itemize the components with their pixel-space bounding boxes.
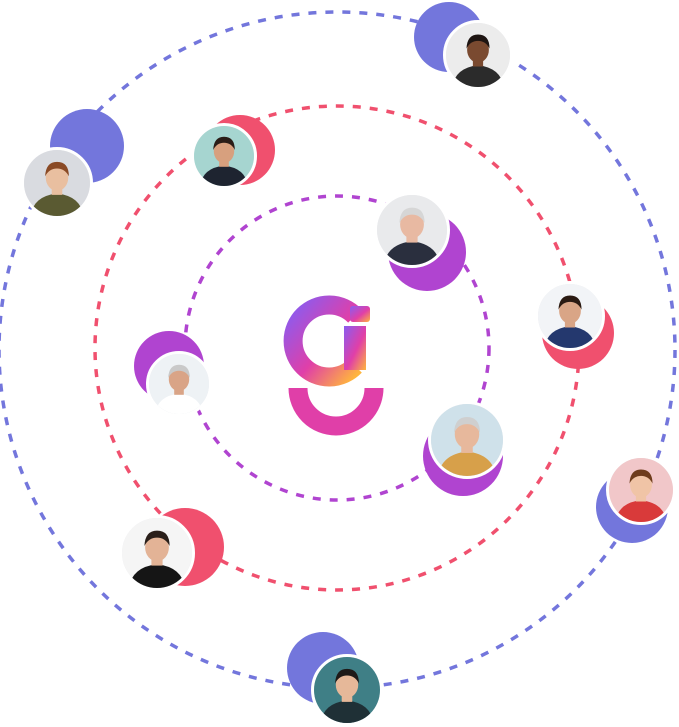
person-photo	[146, 351, 212, 417]
person-photo	[191, 123, 257, 189]
person-photo	[21, 147, 93, 219]
person-photo	[606, 455, 676, 525]
person-photo	[428, 401, 506, 479]
person-photo	[119, 515, 195, 591]
person-photo	[311, 654, 383, 726]
person-photo	[535, 281, 605, 351]
person-photo	[374, 192, 450, 268]
person-photo	[443, 20, 513, 90]
brand-logo-icon	[283, 295, 384, 436]
